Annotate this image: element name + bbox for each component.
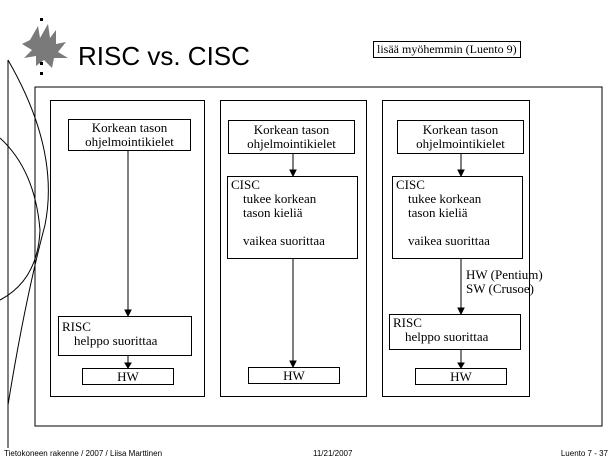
hw-box: HW [248, 367, 340, 384]
outer-frame [34, 86, 603, 427]
box-line: tason kieliä [408, 205, 468, 220]
box-line: helppo suorittaa [74, 333, 158, 348]
footer-page: Luento 7 - 37 [560, 449, 608, 458]
arrow-p3-cisc-risc [457, 259, 465, 316]
high-level-languages-box: Korkean tason ohjelmointikielet [228, 120, 355, 154]
high-level-languages-box: Korkean tason ohjelmointikielet [397, 120, 524, 154]
box-line: RISC [62, 319, 91, 334]
arrow-p1-top-risc [124, 151, 132, 318]
box-line: ohjelmointikielet [85, 134, 174, 149]
high-level-languages-box: Korkean tason ohjelmointikielet [68, 119, 191, 151]
translation-line: HW (Pentium) [466, 267, 543, 282]
box-line: Korkean tason [91, 120, 168, 135]
box-line: CISC [396, 177, 425, 192]
hw-box: HW [415, 368, 507, 385]
decorative-arc-inner [0, 137, 41, 301]
hw-box: HW [82, 368, 174, 385]
slide-title: RISC vs. CISC [78, 41, 250, 71]
box-line: helppo suorittaa [405, 329, 489, 344]
panel-cisc [220, 100, 367, 397]
decorative-arc-outer [7, 59, 49, 406]
panel-cisc-to-risc [382, 100, 530, 397]
arrow-p3-risc-hw [457, 350, 465, 369]
risc-box: RISC helppo suorittaa [389, 314, 521, 350]
risc-box: RISC helppo suorittaa [58, 316, 192, 356]
logo-dot [40, 62, 43, 65]
logo-dot [40, 72, 43, 75]
box-line: ohjelmointikielet [416, 136, 505, 151]
arrow-p1-risc-hw [124, 356, 132, 369]
arrow-p2-top-cisc [289, 154, 297, 178]
box-line: Korkean tason [422, 122, 499, 137]
cisc-box: CISC tukee korkean tason kieliä vaikea s… [227, 176, 358, 259]
box-line: tukee korkean [408, 191, 482, 206]
box-line: Korkean tason [253, 122, 330, 137]
later-note: lisää myöhemmin (Luento 9) [373, 41, 521, 58]
box-line: tukee korkean [243, 191, 317, 206]
translation-line: SW (Crusoe) [466, 281, 535, 296]
logo-dot [40, 18, 43, 21]
university-logo-icon [22, 24, 68, 68]
footer-date: 11/21/2007 [313, 449, 353, 458]
arrow-p3-top-cisc [457, 154, 465, 178]
box-line: vaikea suorittaa [408, 233, 490, 248]
box-line: RISC [393, 315, 422, 330]
box-line: ohjelmointikielet [247, 136, 336, 151]
footer-course: Tietokoneen rakenne / 2007 / Liisa Martt… [4, 449, 163, 458]
box-line: tason kieliä [243, 205, 303, 220]
box-line: CISC [231, 177, 260, 192]
cisc-box: CISC tukee korkean tason kieliä vaikea s… [392, 176, 523, 259]
box-line: vaikea suorittaa [243, 233, 325, 248]
arrow-p2-cisc-hw [289, 259, 297, 369]
translation-label: HW (Pentium) SW (Crusoe) [466, 268, 543, 296]
panel-risc [50, 100, 205, 397]
